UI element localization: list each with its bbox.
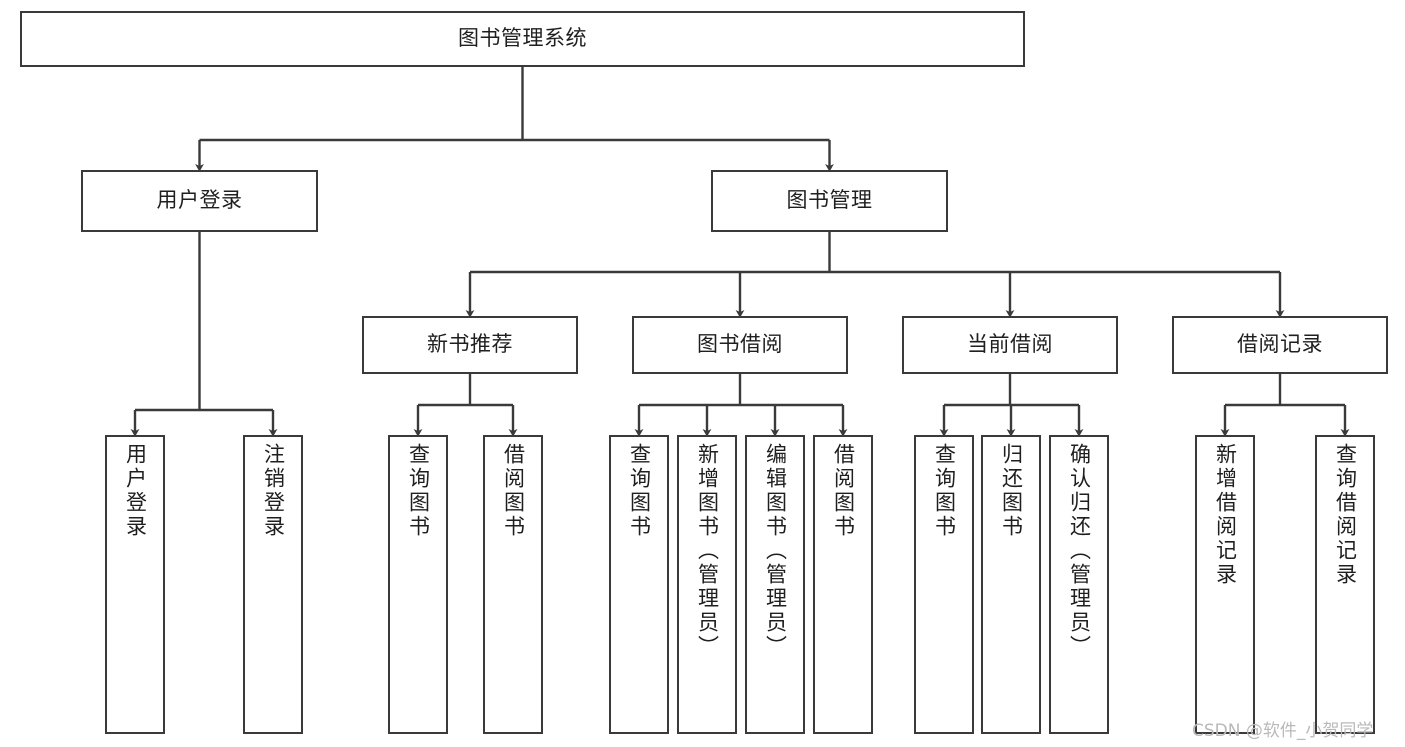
node-label: 借阅记录 [1237, 332, 1323, 357]
node-root[interactable]: 图书管理系统 [20, 11, 1025, 67]
node-label: 图书管理 [786, 188, 873, 213]
node-label: 新书推荐 [427, 332, 513, 357]
node-label: 查询图书 [932, 443, 957, 539]
node-label: 用户登录 [156, 188, 243, 213]
node-records[interactable]: 借阅记录 [1172, 316, 1388, 374]
node-leaf6[interactable]: 新增图书（管理员） [677, 435, 737, 734]
node-label: 新增借阅记录 [1213, 443, 1238, 587]
node-leaf3[interactable]: 查询图书 [388, 435, 448, 734]
node-leaf7[interactable]: 编辑图书（管理员） [745, 435, 805, 734]
node-label: 借阅图书 [501, 443, 526, 539]
node-newbook[interactable]: 新书推荐 [362, 316, 578, 374]
node-label: 用户登录 [123, 443, 148, 539]
node-label: 归还图书 [999, 443, 1024, 539]
node-leaf4[interactable]: 借阅图书 [483, 435, 543, 734]
node-current[interactable]: 当前借阅 [902, 316, 1118, 374]
node-label: 当前借阅 [967, 332, 1053, 357]
node-leaf11[interactable]: 确认归还（管理员） [1049, 435, 1109, 734]
node-leaf8[interactable]: 借阅图书 [813, 435, 873, 734]
node-label: 查询图书 [406, 443, 431, 539]
node-leaf13[interactable]: 查询借阅记录 [1315, 435, 1375, 734]
node-bookmgmt[interactable]: 图书管理 [711, 170, 948, 232]
node-label: 查询图书 [627, 443, 652, 539]
node-leaf9[interactable]: 查询图书 [914, 435, 974, 734]
node-leaf1[interactable]: 用户登录 [105, 435, 165, 734]
node-label: 借阅图书 [831, 443, 856, 539]
node-borrow[interactable]: 图书借阅 [632, 316, 848, 374]
node-label: 编辑图书（管理员） [763, 443, 788, 659]
node-login[interactable]: 用户登录 [81, 170, 318, 232]
node-label: 注销登录 [261, 443, 286, 539]
node-label: 图书管理系统 [458, 26, 587, 51]
node-leaf12[interactable]: 新增借阅记录 [1195, 435, 1255, 734]
node-label: 查询借阅记录 [1333, 443, 1358, 587]
node-leaf2[interactable]: 注销登录 [243, 435, 303, 734]
csdn-watermark: CSDN @软件_小贺同学 [1192, 721, 1374, 741]
node-label: 确认归还（管理员） [1067, 443, 1092, 659]
node-leaf10[interactable]: 归还图书 [981, 435, 1041, 734]
node-label: 新增图书（管理员） [695, 443, 720, 659]
node-leaf5[interactable]: 查询图书 [609, 435, 669, 734]
node-label: 图书借阅 [697, 332, 783, 357]
